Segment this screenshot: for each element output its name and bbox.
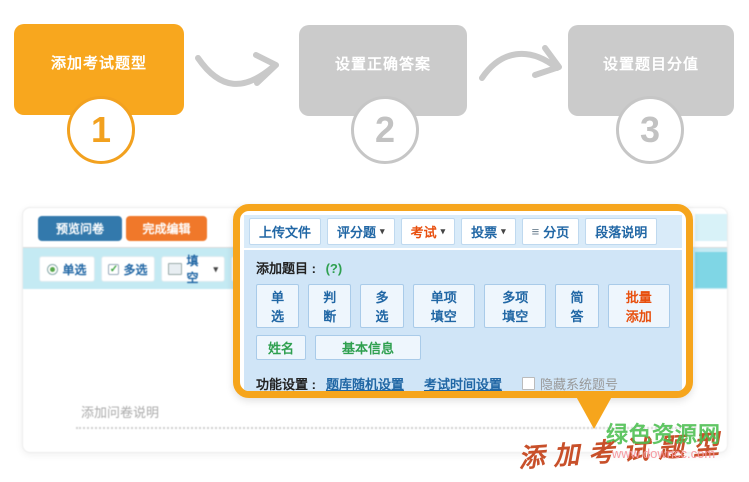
add-question-title: 添加题目 : (?)	[256, 258, 670, 277]
caret-down-icon: ▾	[380, 226, 385, 236]
qtype-multi-choice-button[interactable]: 多选	[360, 284, 404, 328]
watermark: 绿色资源网 www.downcc.com	[606, 423, 721, 461]
step-2-number: 2	[374, 109, 396, 150]
watermark-site-name: 绿色资源网	[606, 422, 722, 447]
image-icon	[168, 263, 183, 275]
help-link[interactable]: (?)	[325, 261, 343, 276]
tab-label: 分页	[543, 225, 570, 240]
checkbox-icon: ✓	[108, 263, 120, 275]
preview-survey-button[interactable]: 预览问卷	[38, 216, 122, 241]
flow-arrow-icon	[195, 52, 279, 87]
qtype-single-choice-button[interactable]: 单选	[256, 284, 300, 328]
toolbar-item-label: 单选	[62, 262, 87, 277]
radio-icon	[47, 263, 59, 275]
question-type-row: 单选 判断 多选 单项填空 多项填空 简答 批量添加	[256, 284, 670, 328]
toolbar-item-multi-choice[interactable]: ✓ 多选	[101, 256, 155, 282]
tab-rating-question[interactable]: 评分题 ▾	[327, 218, 395, 245]
qtype-single-fill-button[interactable]: 单项填空	[412, 284, 475, 328]
toolbar-item-label: 多选	[123, 262, 148, 277]
name-field-button[interactable]: 姓名	[256, 335, 307, 360]
tab-pagination[interactable]: ≡ 分页	[521, 218, 580, 245]
step-3-label: 设置题目分值	[602, 56, 699, 73]
add-question-label: 添加题目 :	[256, 261, 316, 276]
popup-tabbar: 上传文件 评分题 ▾ 考试 ▾ 投票 ▾ ≡ 分页 段落说明	[244, 215, 682, 248]
tab-label: 上传文件	[259, 225, 312, 240]
function-settings-label: 功能设置 :	[256, 377, 316, 392]
question-type-popup: 上传文件 评分题 ▾ 考试 ▾ 投票 ▾ ≡ 分页 段落说明	[233, 204, 693, 398]
pages-icon: ≡	[531, 224, 540, 239]
step-3-number-badge: 3	[616, 96, 684, 164]
tab-label: 投票	[471, 225, 498, 240]
hidden-toolbar-fragment	[695, 252, 727, 288]
tab-label: 评分题	[337, 225, 377, 240]
watermark-url: www.downcc.com	[611, 446, 716, 462]
popup-pointer-icon	[573, 391, 615, 429]
exam-time-setting-link[interactable]: 考试时间设置	[423, 377, 502, 392]
qtype-short-answer-button[interactable]: 简答	[555, 284, 599, 328]
tab-label: 考试	[410, 225, 437, 240]
toolbar-item-label: 填空	[186, 254, 199, 285]
tab-upload-file[interactable]: 上传文件	[249, 218, 322, 245]
step-2-label: 设置正确答案	[334, 56, 431, 73]
tab-label: 段落说明	[595, 225, 648, 240]
batch-add-button[interactable]: 批量添加	[607, 284, 670, 328]
hide-question-number-checkbox[interactable]	[521, 377, 535, 390]
basic-info-button[interactable]: 基本信息	[315, 335, 422, 360]
step-1-number: 1	[90, 109, 112, 150]
info-type-row: 姓名 基本信息	[256, 335, 670, 360]
tab-exam[interactable]: 考试 ▾	[400, 218, 456, 245]
step-1-label: 添加考试题型	[50, 55, 147, 72]
hidden-header-fragment	[695, 214, 727, 241]
question-bank-random-link[interactable]: 题库随机设置	[325, 377, 404, 392]
caret-down-icon: ▾	[213, 263, 218, 274]
step-2-number-badge: 2	[351, 96, 419, 164]
exam-panel: 添加题目 : (?) 单选 判断 多选 单项填空 多项填空 简答 批量添加 姓名…	[244, 250, 682, 392]
function-settings-row: 功能设置 : 题库随机设置 考试时间设置 隐藏系统题号	[256, 374, 670, 392]
caret-down-icon: ▾	[440, 226, 446, 236]
tab-paragraph-note[interactable]: 段落说明	[585, 218, 658, 245]
tab-vote[interactable]: 投票 ▾	[461, 218, 516, 245]
hide-question-number-label: 隐藏系统题号	[539, 377, 618, 392]
caret-down-icon: ▾	[501, 226, 506, 236]
toolbar-item-single-choice[interactable]: 单选	[39, 256, 95, 282]
qtype-multi-fill-button[interactable]: 多项填空	[484, 284, 547, 328]
finish-editing-button[interactable]: 完成编辑	[126, 216, 207, 241]
flow-arrow-icon	[479, 45, 562, 81]
dotted-divider	[76, 427, 696, 429]
add-survey-description[interactable]: 添加问卷说明	[81, 405, 160, 420]
qtype-judgment-button[interactable]: 判断	[308, 284, 352, 328]
toolbar-item-fill-blank[interactable]: 填空 ▾	[161, 254, 225, 285]
step-1-number-badge: 1	[67, 96, 135, 164]
step-3-number: 3	[639, 109, 661, 150]
